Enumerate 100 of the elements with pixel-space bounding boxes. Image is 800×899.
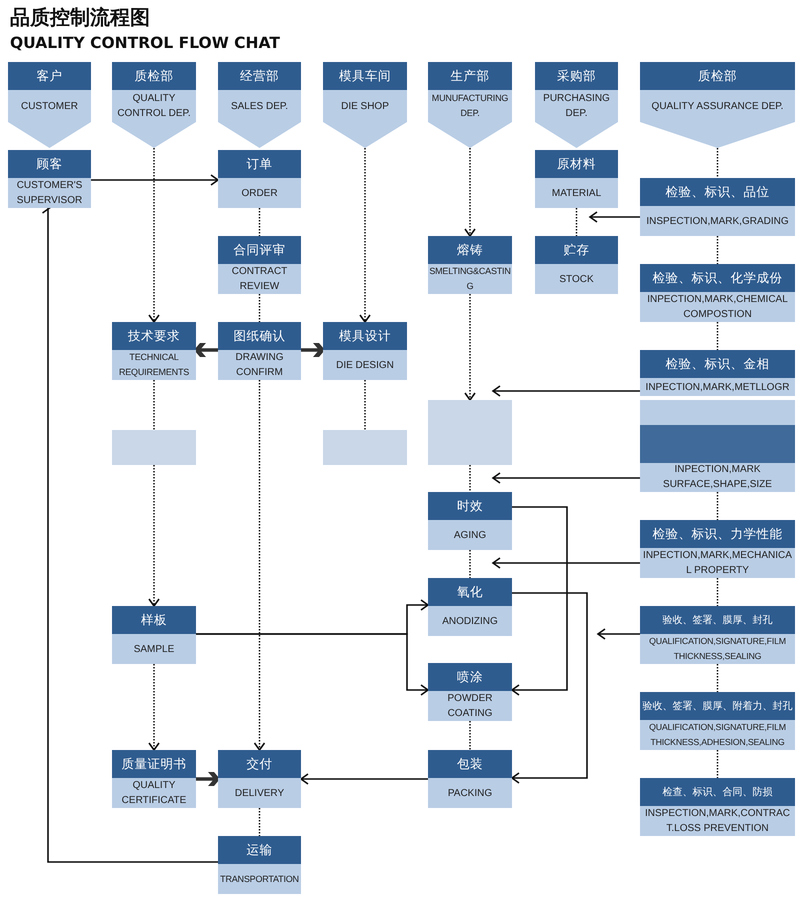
- step-label: ANODIZING: [441, 614, 499, 628]
- connector-line: [364, 380, 366, 430]
- step-label: INSPECTION,MARK,CONTRACT.LOSS PREVENTION: [644, 807, 791, 836]
- step-title: 技术要求: [112, 322, 196, 350]
- process-box: [640, 606, 795, 664]
- step-title: 交付: [218, 750, 301, 778]
- step-label: SMELTING&CASTING: [428, 265, 512, 293]
- step-label: QUALIFICATION,SIGNATURE,FILM THICKNESS,ADHESION,SEALING: [648, 721, 787, 749]
- step-label: MATERIAL: [550, 186, 602, 200]
- process-box: [218, 836, 301, 894]
- arrow: [254, 380, 266, 751]
- process-box: [640, 692, 795, 750]
- process-box: [640, 520, 795, 578]
- step-label: DELIVERY: [234, 786, 286, 800]
- process-box: [8, 150, 91, 208]
- connector-line: [716, 322, 718, 350]
- process-box: [428, 663, 512, 721]
- step-label: INPECTION,MARK,METLLOGR: [644, 380, 790, 394]
- step-label: SALES DEP.: [230, 100, 290, 114]
- connector-line: [716, 664, 718, 692]
- process-box: [218, 750, 301, 808]
- step-label: QUALITY CONTROL DEP.: [116, 92, 192, 121]
- step-title: 验收、签署、膜厚、附着力、封孔: [640, 692, 795, 720]
- step-title: 样板: [112, 606, 196, 634]
- process-box: [428, 400, 512, 465]
- step-label: MUNUFACTURING DEP.: [430, 92, 510, 120]
- process-box: [428, 236, 512, 294]
- process-box: [428, 492, 512, 550]
- arrow: [148, 465, 160, 607]
- connector-line: [469, 721, 471, 750]
- connector-line: [716, 578, 718, 606]
- process-box: [218, 150, 301, 208]
- step-title: 质量证明书: [112, 750, 196, 778]
- process-box: [112, 430, 196, 465]
- arrow: [589, 211, 640, 223]
- step-title: 运输: [218, 836, 301, 864]
- arrow: [492, 557, 640, 569]
- arrow: [597, 628, 640, 640]
- step-label: DIE SHOP: [340, 100, 390, 114]
- step-label: SAMPLE: [132, 642, 176, 656]
- connector-line: [258, 208, 260, 236]
- step-title: 检验、标识、力学性能: [640, 520, 795, 548]
- connector-line: [469, 550, 471, 578]
- subtitle: QUALITY CONTROL FLOW CHAT: [10, 34, 280, 52]
- step-title: 模具设计: [323, 322, 407, 350]
- arrow: [492, 472, 640, 484]
- arrow: [464, 148, 476, 237]
- arrow: [196, 633, 429, 696]
- step-label: POWDER COATING: [446, 692, 494, 721]
- step-title: 贮存: [535, 236, 618, 264]
- connector-line: [153, 380, 155, 430]
- step-label: INPECTION,MARK SURFACE,SHAPE,SIZE: [662, 463, 773, 492]
- process-box: [428, 750, 512, 808]
- connector-line: [716, 148, 718, 178]
- process-box: [218, 322, 301, 380]
- step-label: CUSTOMER'S SUPERVISOR: [16, 179, 84, 208]
- step-title: 检验、标识、金相: [640, 350, 795, 378]
- connector-line: [258, 808, 260, 836]
- connector-line: [716, 750, 718, 778]
- step-title: 检验、标识、品位: [640, 178, 795, 206]
- step-label: DRAWING CONFIRM: [234, 351, 284, 380]
- process-box: [112, 322, 196, 380]
- step-title: 时效: [428, 492, 512, 520]
- step-title: 检验、标识、化学成份: [640, 264, 795, 292]
- arrow: [300, 773, 428, 785]
- step-label: ORDER: [240, 186, 279, 200]
- step-title: 订单: [218, 150, 301, 178]
- connector-line: [716, 236, 718, 264]
- arrow: [359, 148, 371, 323]
- step-label: INSPECTION,MARK,GRADING: [645, 214, 790, 228]
- step-title: 检查、标识、合同、防损: [640, 778, 795, 806]
- process-box: [535, 236, 618, 294]
- step-label: INPECTION,MARK,CHEMICAL COMPOSTION: [646, 293, 789, 322]
- process-box: [640, 778, 795, 836]
- arrow: [511, 506, 568, 696]
- step-label: QUALITY CERTIFICATE: [120, 779, 188, 808]
- arrow: [148, 664, 160, 751]
- process-box: [640, 264, 795, 322]
- connector-line: [258, 294, 260, 322]
- step-label: PACKING: [446, 786, 494, 800]
- step-label: QUALITY ASSURANCE DEP.: [650, 100, 784, 114]
- process-box: [535, 150, 618, 208]
- process-box: [640, 350, 795, 396]
- arrow: [464, 294, 476, 401]
- process-box: [112, 750, 196, 808]
- connector-line: [576, 208, 578, 236]
- process-box: [640, 400, 795, 492]
- step-title: 氧化: [428, 578, 512, 606]
- step-title: 熔铸: [428, 236, 512, 264]
- connector-line: [716, 492, 718, 520]
- arrow: [148, 148, 160, 323]
- connector-line: [469, 465, 471, 492]
- arrow: [492, 385, 640, 397]
- step-label: PURCHASING DEP.: [542, 92, 611, 121]
- process-box: [323, 322, 407, 380]
- arrow: [91, 174, 219, 186]
- step-label: CONTRACT REVIEW: [230, 265, 288, 294]
- step-label: QUALIFICATION,SIGNATURE,FILM THICKNESS,SEALING: [648, 635, 787, 663]
- step-title: 包装: [428, 750, 512, 778]
- step-label: DIE DESIGN: [335, 358, 395, 372]
